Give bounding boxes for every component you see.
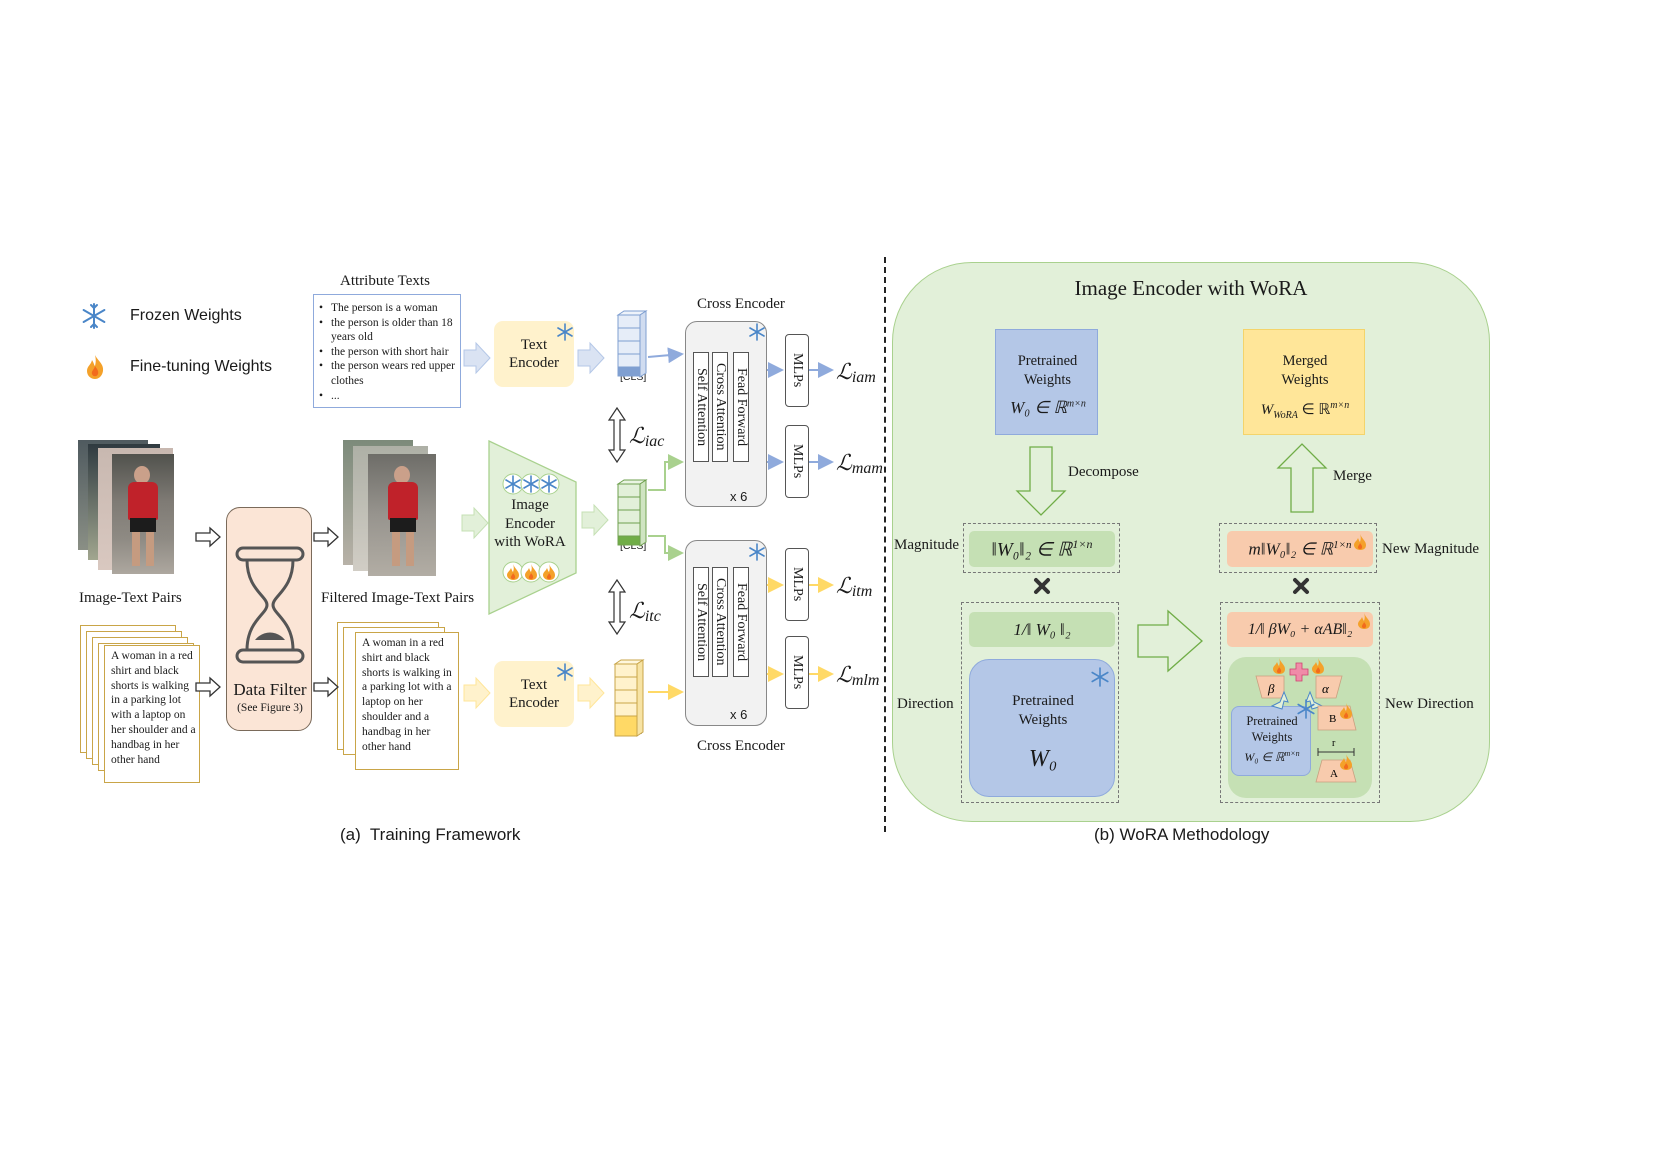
new-direction-formula-box: 1/‖ βW₀ + αAB‖₂ (1227, 612, 1373, 647)
loss-mam: ℒmam (836, 450, 883, 477)
mlp-itm: MLPs (785, 548, 809, 621)
cross-encoder-top-title: Cross Encoder (697, 296, 785, 312)
legend: Frozen Weights Fine-tuning Weights (80, 300, 300, 390)
feed-forward-top: Fead Forward (733, 352, 749, 462)
panel-divider (884, 257, 886, 832)
raw-caption-stack: A woman in a red shirt and black shorts … (80, 625, 205, 785)
legend-finetune-label: Fine-tuning Weights (130, 358, 272, 375)
filtered-pedestrian-photo (368, 454, 436, 576)
magnitude-region (963, 523, 1120, 573)
loss-iac: ℒiac (629, 423, 665, 450)
feed-forward-bottom: Fead Forward (733, 567, 749, 677)
repeat-count-top: x 6 (730, 489, 748, 504)
w0-label: W₀ (1028, 746, 1058, 772)
alpha-symbol: α (1322, 681, 1330, 696)
small-pretrained-box: Pretrained Weights W₀ ∈ ℝm×n (1231, 706, 1311, 776)
attribute-item: the person is older than 18 years old (317, 316, 456, 345)
image-encoder-label: Image Encoder with WoRA (494, 497, 566, 550)
self-attention-top: Self Attention (693, 352, 709, 462)
text-encoder-top: Text Encoder (494, 321, 574, 387)
data-filter-sublabel: (See Figure 3) (237, 702, 303, 714)
text-encoder-bottom: Text Encoder (494, 661, 574, 727)
pedestrian-photo (112, 454, 174, 574)
wora-panel-title: Image Encoder with WoRA (1074, 276, 1308, 300)
right-connectors: β α B r A (1015, 443, 1370, 783)
new-magnitude-label: New Magnitude (1382, 541, 1480, 557)
matrix-a-label: A (1330, 768, 1338, 780)
text-encoder-top-label: Text Encoder (509, 337, 559, 371)
pretrained-weights-box: Pretrained Weights W₀ ∈ ℝm×n (995, 329, 1098, 435)
filtered-caption-text: A woman in a red shirt and black shorts … (355, 632, 459, 770)
new-magnitude-formula-box: m‖W₀‖₂ ∈ ℝ1×n (1227, 531, 1373, 567)
merged-formula: WWoRA ∈ ℝm×n (1260, 400, 1350, 421)
beta-symbol: β (1267, 681, 1275, 696)
flame-icon (87, 355, 104, 379)
magnitude-formula-box: ‖W₀‖₂ ∈ ℝ1×n (969, 531, 1115, 567)
text-encoder-bottom-label: Text Encoder (509, 677, 559, 711)
attribute-item: ... (317, 389, 456, 404)
merged-weights-box: Merged Weights WWoRA ∈ ℝm×n (1243, 329, 1365, 435)
filtered-image-stack (343, 440, 438, 576)
cross-attention-top: Cross Attention (712, 352, 728, 462)
loss-iam: ℒiam (836, 359, 876, 386)
loss-itm: ℒitm (836, 573, 873, 600)
merge-label: Merge (1333, 468, 1372, 484)
legend-frozen-label: Frozen Weights (130, 307, 242, 324)
repeat-count-bottom: x 6 (730, 707, 748, 722)
rank-label: r (1332, 738, 1336, 749)
attribute-item: the person with short hair (317, 345, 456, 360)
left-connectors (195, 310, 834, 737)
snowflake-icon (82, 303, 106, 329)
self-attention-bottom: Self Attention (693, 567, 709, 677)
caption-a: (a) Training Framework (340, 825, 521, 844)
decompose-label: Decompose (1068, 464, 1139, 480)
direction-label: Direction (897, 696, 954, 712)
filtered-pairs-label: Filtered Image-Text Pairs (321, 590, 475, 606)
new-direction-region (1220, 602, 1380, 803)
caption-b: (b) WoRA Methodology (1094, 825, 1270, 844)
direction-region (961, 602, 1119, 803)
image-stack (78, 440, 178, 575)
data-filter-label: Data Filter (233, 680, 307, 699)
mlp-mam: MLPs (785, 425, 809, 498)
hourglass-icon (235, 546, 305, 664)
raw-caption-text: A woman in a red shirt and black shorts … (104, 645, 200, 783)
matrix-b-label: B (1329, 713, 1336, 725)
cross-attention-bottom: Cross Attention (712, 567, 728, 677)
attribute-item: The person is a woman (317, 301, 456, 316)
loss-mlm: ℒmlm (836, 662, 880, 689)
new-direction-label: New Direction (1385, 696, 1474, 712)
mlp-mlm: MLPs (785, 636, 809, 709)
attribute-texts-box: The person is a womanthe person is older… (313, 294, 461, 408)
pretrained-formula: W₀ ∈ ℝm×n (1010, 398, 1086, 417)
pretrained-direction-box: Pretrained Weights W₀ (969, 659, 1115, 797)
attribute-item: the person wears red upper clothes (317, 359, 456, 388)
attribute-texts-title: Attribute Texts (340, 273, 430, 289)
attribute-list: The person is a womanthe person is older… (317, 301, 456, 403)
filtered-caption-stack: A woman in a red shirt and black shorts … (337, 622, 462, 772)
magnitude-label: Magnitude (894, 537, 959, 553)
image-text-pairs-label: Image-Text Pairs (79, 590, 182, 606)
cross-encoder-bottom-title: Cross Encoder (697, 738, 785, 754)
loss-itc: ℒitc (629, 598, 661, 625)
mlp-iam: MLPs (785, 334, 809, 407)
data-filter-box: Data Filter (See Figure 3) (226, 507, 312, 731)
new-magnitude-region (1219, 523, 1377, 573)
direction-formula-box: 1/‖ W₀ ‖₂ (969, 612, 1115, 647)
